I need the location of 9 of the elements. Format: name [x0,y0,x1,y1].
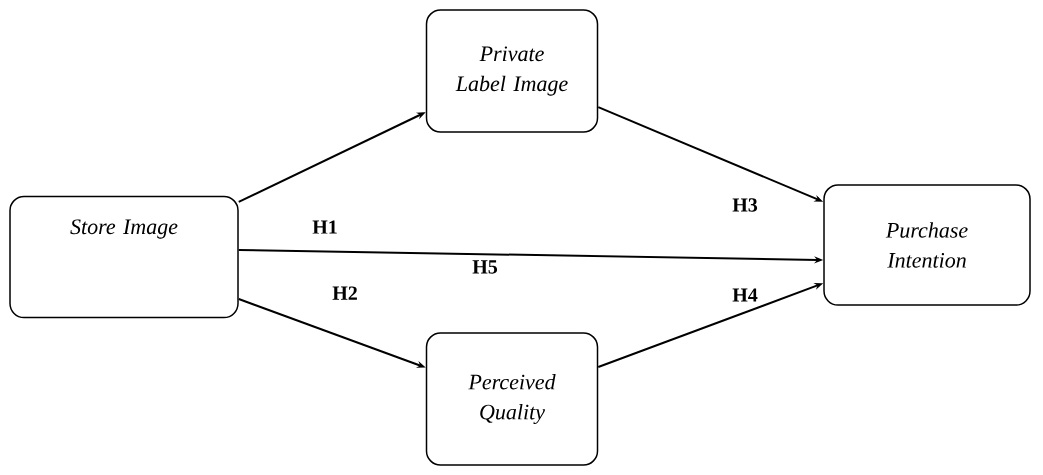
concept-box: Private Label Image [425,9,599,133]
concept-box: Perceived Quality [425,332,599,466]
hypothesis-label: H4 [732,288,758,302]
concept-box: Purchase Intention [823,184,1031,306]
hypothesis-label: H1 [312,220,337,234]
hypothesis-label: H2 [332,286,357,300]
concept-box: Store Image [9,195,239,319]
hypothesis-label: H5 [472,260,498,274]
hypothesis-label: H3 [732,198,758,212]
